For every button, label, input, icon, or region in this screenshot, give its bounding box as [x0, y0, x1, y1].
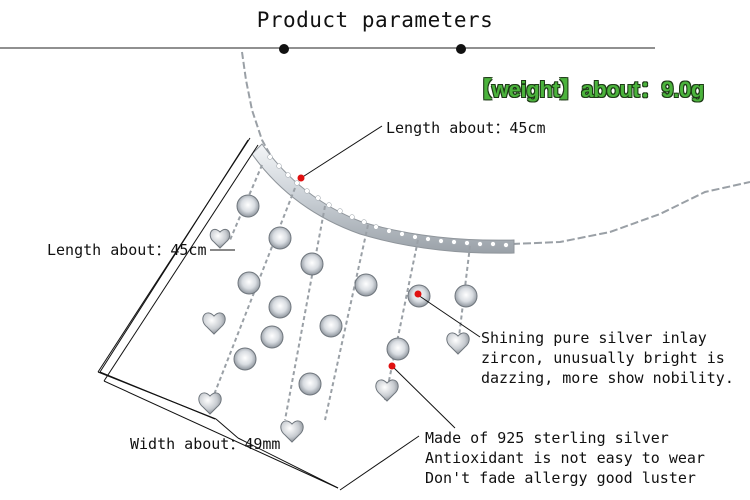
tassel-5	[375, 239, 431, 402]
zircon-description: Shining pure silver inlay zircon, unusua…	[481, 328, 734, 388]
tassel-4	[319, 224, 378, 421]
zircon-line-1: Shining pure silver inlay	[481, 329, 707, 347]
length-bracket-lines	[97, 137, 339, 489]
length-label-top: Length about：45cm	[386, 119, 546, 137]
zircon-line-2: zircon, unusually bright is	[481, 349, 725, 367]
material-description: Made of 925 sterling silver Antioxidant …	[425, 428, 705, 488]
width-label: Width about：49mm	[130, 435, 281, 453]
header-rule	[0, 44, 655, 54]
tassel-3	[260, 205, 326, 443]
material-line-2: Antioxidant is not easy to wear	[425, 449, 705, 467]
tassel-6	[446, 245, 478, 355]
page-title: Product parameters	[256, 8, 494, 32]
tassel-1	[209, 164, 263, 249]
chain-right	[511, 181, 750, 245]
material-line-1: Made of 925 sterling silver	[425, 429, 669, 447]
material-line-3: Don't fade allergy good luster	[425, 469, 696, 487]
length-bracket	[99, 139, 249, 420]
red-markers	[297, 174, 422, 370]
callout-lines	[300, 125, 481, 491]
width-bracket-lines	[237, 437, 339, 489]
zircon-line-3: dazzing, more show nobility.	[481, 369, 734, 387]
length-label-left: Length about：45cm	[47, 241, 207, 259]
tassel-2	[198, 187, 296, 415]
pave-bar	[251, 143, 515, 254]
weight-label: 【weight】about：9.0g	[470, 77, 705, 102]
